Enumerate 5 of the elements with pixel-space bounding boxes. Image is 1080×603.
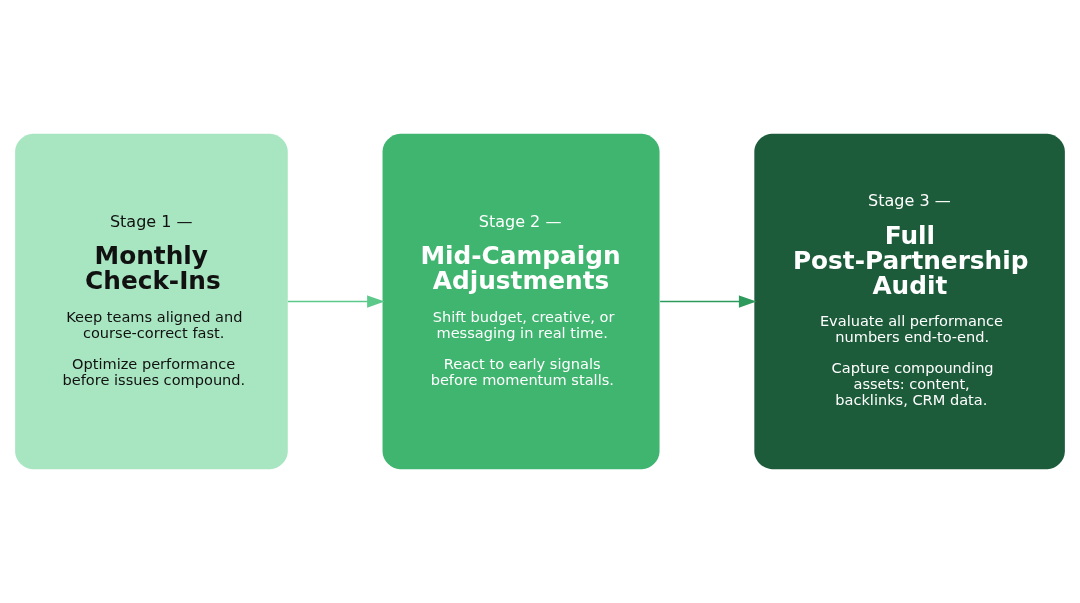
node-box: Stage 2 — Mid-Campaign Adjustments Shift budget, creative, or messaging in real time. React to early signals before momentum stalls. — [382, 133, 660, 470]
arrow — [659, 295, 757, 308]
arrow — [287, 295, 385, 308]
node-box: Stage 1 — Monthly Check-Ins Keep teams aligned and course-correct fast. Optimize performance before issues compound. — [15, 133, 288, 470]
node-box: Stage 3 — Full Post-Partnership Audit Evaluate all performance numbers end-to-end. Capture compounding assets: content, backlinks, CRM data. — [754, 133, 1065, 470]
